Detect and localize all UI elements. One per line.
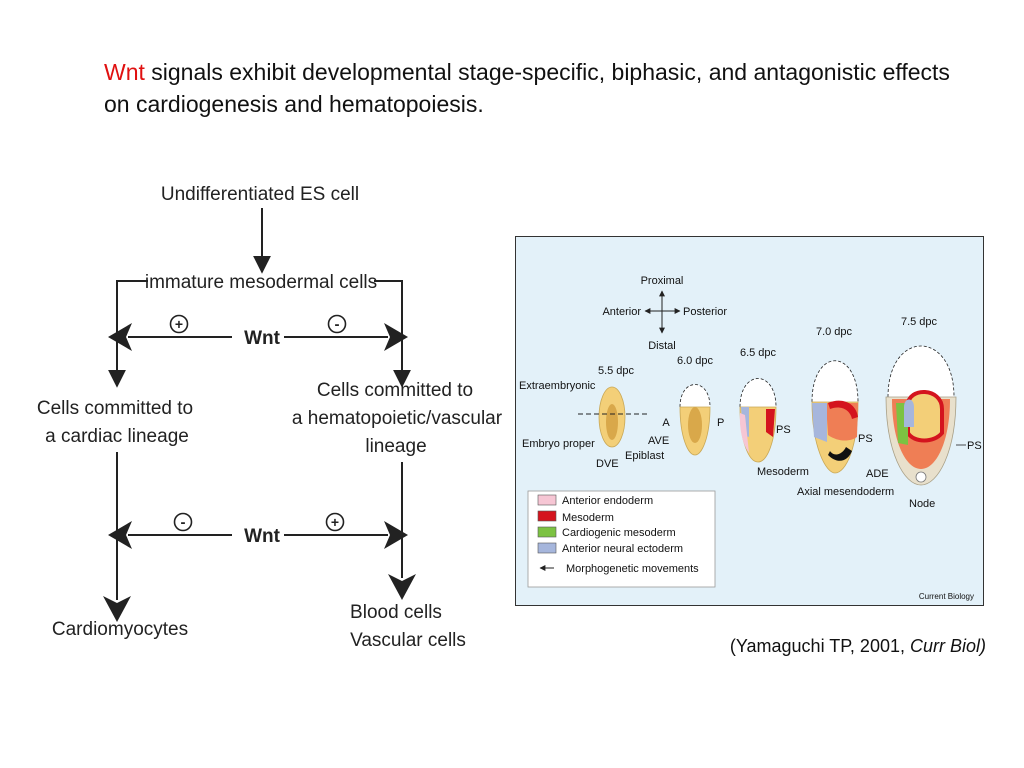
label-ps-7-5: PS [967,440,982,452]
plus-sign-stage2: + [331,514,339,530]
legend-cardiogenic-mesoderm: Cardiogenic mesoderm [562,527,676,539]
minus-circle-stage1 [327,314,347,334]
legend-anterior-endoderm: Anterior endoderm [562,495,653,507]
minus-circle-stage2 [173,512,193,532]
label-extraembryonic: Extraembryonic [519,380,596,392]
embryo-6-5-dpc [739,378,777,463]
arrowhead-to-blood-cells [388,574,416,600]
node-cardiac-line1: Cells committed to [37,398,193,419]
embryo-7-5-dpc [885,345,957,486]
label-dve: DVE [596,458,619,470]
label-a: A [662,417,670,429]
citation-prefix: (Yamaguchi TP, 2001, [729,636,910,656]
citation-journal: Curr Biol) [909,636,986,656]
slide-title: Wnt signals exhibit developmental stage-… [104,56,964,120]
title-wnt-highlight: Wnt [104,59,145,85]
wnt2-right-arrowhead [384,521,408,549]
label-ps-6-5: PS [776,424,791,436]
label-embryo-proper: Embryo proper [522,438,595,450]
minus-sign-stage2: - [181,514,186,531]
minus-sign-stage1: - [335,316,340,333]
title-text: signals exhibit developmental stage-spec… [104,59,950,117]
label-p: P [717,417,724,429]
embryo-figure-panel: Proximal Distal Anterior Posterior 5.5 d… [515,236,984,606]
stage-5-5-dpc: 5.5 dpc [598,365,635,377]
node-hematopoietic-line3: lineage [365,436,426,457]
node-undifferentiated-es-cell: Undifferentiated ES cell [161,184,359,205]
wnt-label-stage1: Wnt [244,328,281,349]
legend-box [527,490,716,588]
axis-proximal: Proximal [641,275,684,287]
citation: (Yamaguchi TP, 2001, Curr Biol) [730,636,986,657]
label-ps-7-0: PS [858,433,873,445]
wnt-lineage-flowchart: Undifferentiated ES cell immature mesode… [37,184,503,651]
node-cardiac-line2: a cardiac lineage [45,426,189,447]
node-cardiomyocytes: Cardiomyocytes [52,619,188,640]
node-blood-cells: Blood cells [350,602,442,623]
legend-mesoderm: Mesoderm [562,512,614,524]
arrow-mesoderm-to-hematopoietic [374,280,411,388]
stage-6-0-dpc: 6.0 dpc [677,355,714,367]
label-axial-mesendoderm: Axial mesendoderm [797,486,894,498]
axis-distal: Distal [648,340,676,352]
plus-sign-stage1: + [175,316,183,332]
arrowhead-to-cardiomyocytes [103,596,131,622]
arrow-mesoderm-to-cardiac [108,280,148,388]
axis-anterior: Anterior [602,306,641,318]
embryo-7-0-dpc [811,360,859,474]
legend-swatch-mesoderm [537,510,557,522]
node-hematopoietic-line2: a hematopoietic/vascular [292,408,503,429]
label-mesoderm: Mesoderm [757,466,809,478]
embryo-6-0-dpc [679,384,711,456]
legend-swatch-anterior-neural-ectoderm [537,542,557,554]
wnt2-left-arrowhead [108,521,132,549]
legend-swatch-cardiogenic-mesoderm [537,526,557,538]
legend-swatch-anterior-endoderm [537,494,557,506]
wnt-label-stage2: Wnt [244,526,281,547]
label-epiblast: Epiblast [625,450,664,462]
embryo-legend: Anterior endoderm Mesoderm Cardiogenic m… [527,490,716,588]
plus-circle-stage2 [325,512,345,532]
label-ade: ADE [866,468,889,480]
label-ave: AVE [648,435,669,447]
legend-anterior-neural-ectoderm: Anterior neural ectoderm [562,543,683,555]
node-vascular-cells: Vascular cells [350,630,466,651]
node-immature-mesodermal-cells: immature mesodermal cells [145,272,377,293]
label-node: Node [909,498,935,510]
stage-7-5-dpc: 7.5 dpc [901,316,938,328]
plus-circle-stage1 [169,314,189,334]
figure-source-label: Current Biology [919,592,974,601]
legend-morphogenetic-movements: Morphogenetic movements [566,563,699,575]
axis-posterior: Posterior [683,306,727,318]
stage-7-0-dpc: 7.0 dpc [816,326,853,338]
embryo-5-5-dpc [578,386,648,448]
node-hematopoietic-line1: Cells committed to [317,380,473,401]
embryo-figure: Proximal Distal Anterior Posterior 5.5 d… [519,275,982,601]
wnt1-right-arrowhead [384,323,408,351]
wnt1-left-arrowhead [108,323,132,351]
stage-6-5-dpc: 6.5 dpc [740,347,777,359]
